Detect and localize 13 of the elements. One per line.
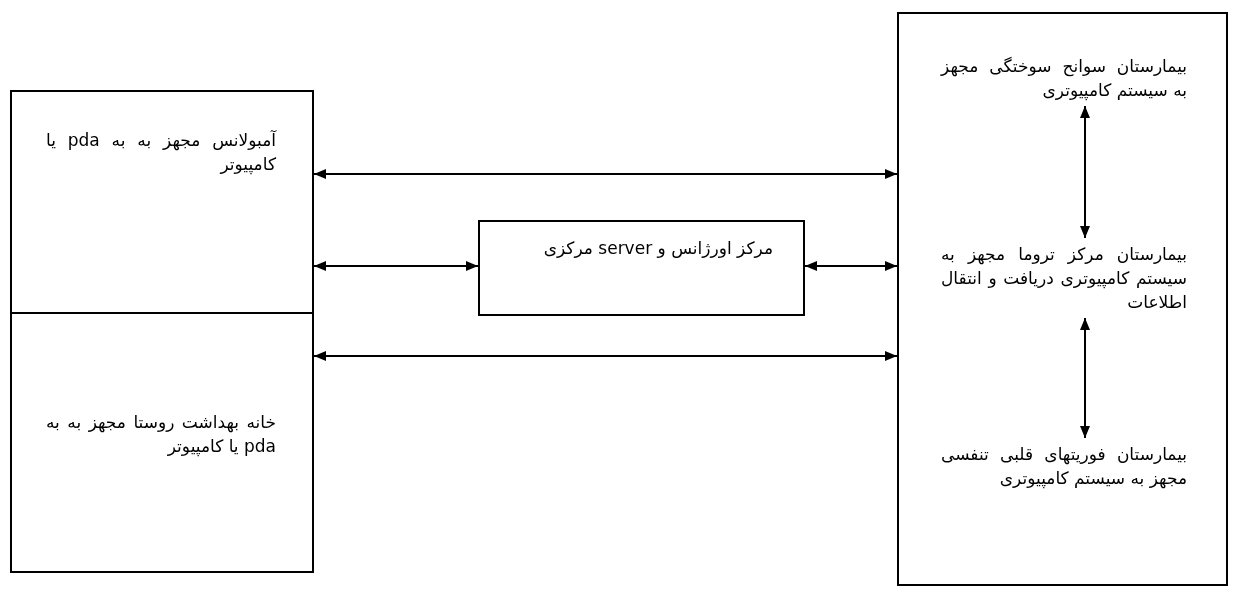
hospital-text: بیمارستان سوانح سوختگی مجهز به سیستم کامپیوتری (941, 54, 1187, 102)
text-box: آمبولانس مجهز به به pda یا کامپیوتر (10, 90, 314, 314)
process-box: مرکز اورژانس و server مرکزی (478, 220, 805, 316)
double-arrow (313, 261, 479, 271)
double-arrow (1080, 105, 1090, 239)
double-arrow (313, 351, 898, 361)
hospital-text: بیمارستان مرکز تروما مجهز به سیستم کامپیوتری دریافت و انتقال اطلاعات (941, 242, 1187, 314)
double-arrow (1080, 317, 1090, 439)
double-arrow (804, 261, 898, 271)
hospital-text: بیمارستان فوریتهای قلبی تنفسی مجهز به سیستم کامپیوتری (941, 442, 1187, 490)
double-arrow (313, 169, 898, 179)
group-box (897, 12, 1228, 586)
text-box: خانه بهداشت روستا مجهز به به pda یا کامپیوتر (10, 312, 314, 573)
